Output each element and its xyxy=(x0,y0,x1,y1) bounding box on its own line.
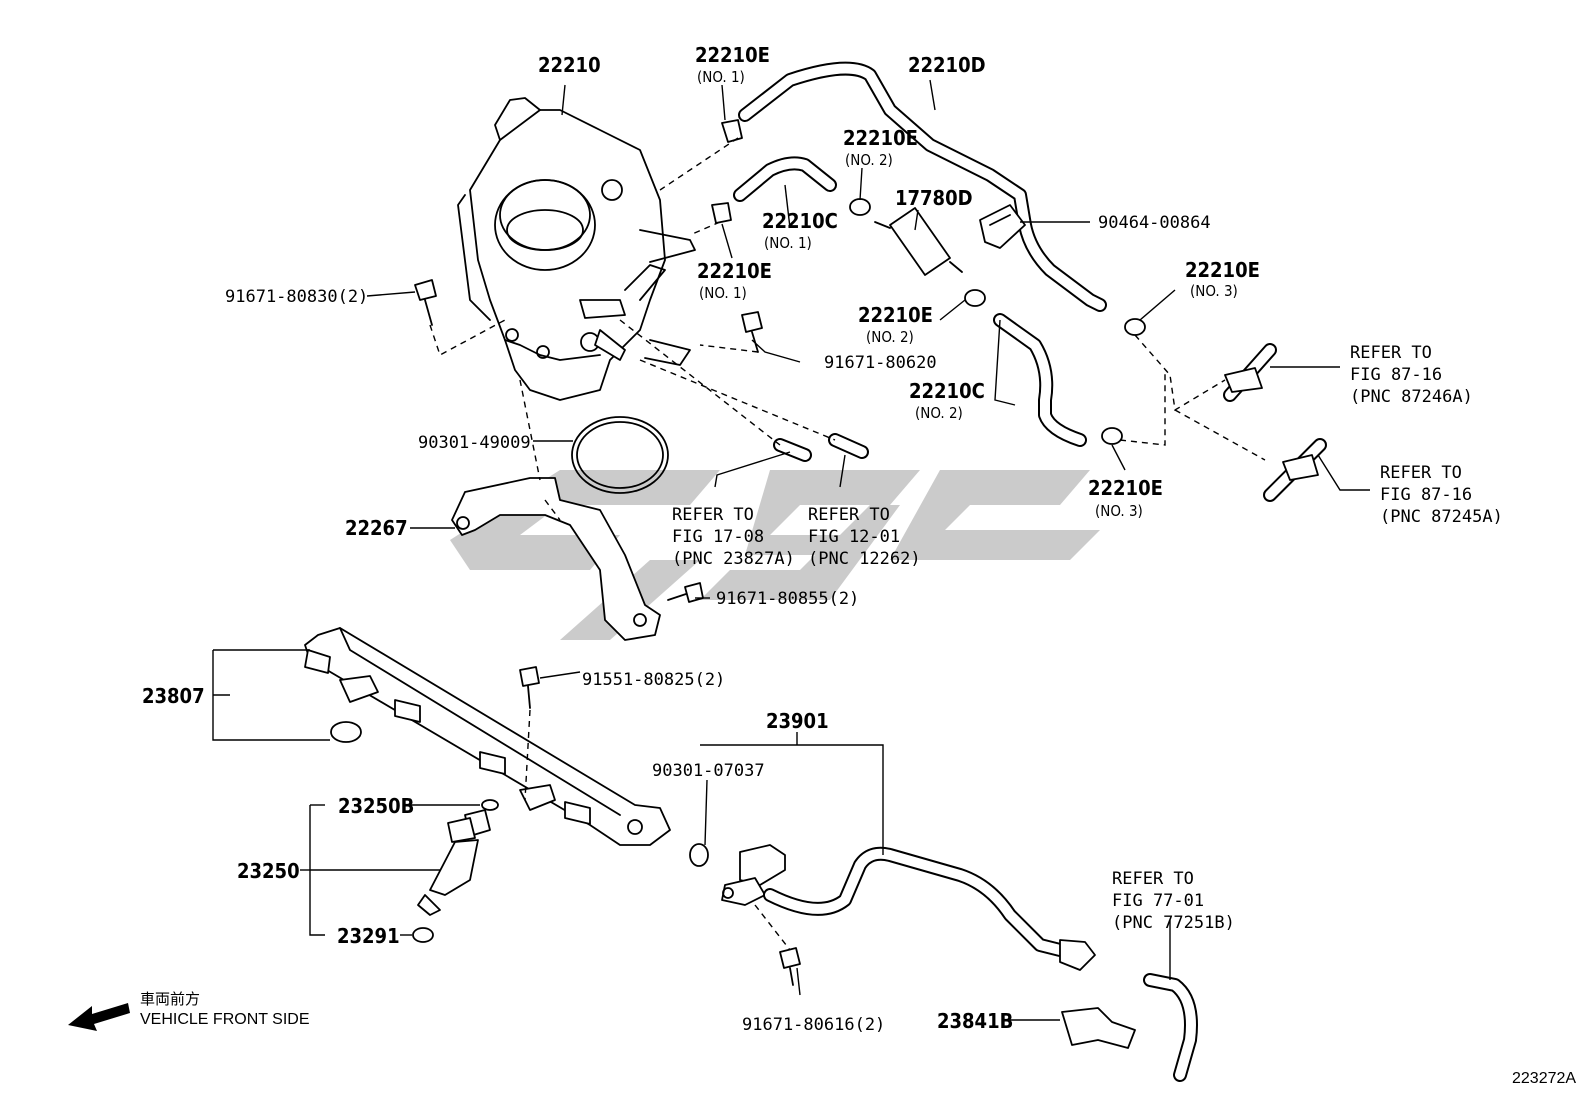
label-insulator: 23291 xyxy=(337,924,400,948)
label-injector: 23250 xyxy=(237,859,300,883)
label-no1-a: (NO. 1) xyxy=(697,68,745,86)
front-arrow-icon xyxy=(68,1003,130,1031)
label-clamp-b: 23841B xyxy=(937,1009,1013,1033)
label-throttle-body: 22210 xyxy=(538,53,601,77)
fuel-hose-22210c-no1[interactable] xyxy=(733,156,837,202)
label-no3-b: (NO. 3) xyxy=(1095,502,1143,520)
fuel-injector[interactable] xyxy=(417,809,491,916)
figure-id: 223272A xyxy=(1512,1070,1576,1087)
ref-87245a-1: REFER TO xyxy=(1380,463,1462,483)
label-bolt-830: 91671-80830(2) xyxy=(225,287,368,307)
ref-87245a-2: FIG 87-16 xyxy=(1380,485,1472,505)
label-filter: 17780D xyxy=(895,186,973,210)
part-labels: 22210 22210E (NO. 1) 22210D 22210E (NO. … xyxy=(142,43,1503,1035)
label-clamp-e-5: 22210E xyxy=(858,303,933,327)
fuel-hose-22210c-no2[interactable] xyxy=(993,313,1087,447)
front-note-en: VEHICLE FRONT SIDE xyxy=(140,1011,310,1028)
vapor-tube-87246a xyxy=(1223,343,1277,402)
label-no2-b: (NO. 2) xyxy=(866,328,914,346)
bracket-22267[interactable] xyxy=(451,477,661,641)
label-bracket: 22267 xyxy=(345,516,408,540)
injector-o-ring[interactable] xyxy=(481,799,499,811)
ref-77-01-1: REFER TO xyxy=(1112,869,1194,889)
label-no2-a: (NO. 2) xyxy=(845,151,893,169)
bolt-91671-80616[interactable] xyxy=(779,947,801,986)
label-clamp-e-4: 22210E xyxy=(1185,258,1260,282)
ref-12-01-3: (PNC 12262) xyxy=(808,549,921,569)
leader-lines xyxy=(212,79,1370,1021)
ref-12-01-2: FIG 12-01 xyxy=(808,527,900,547)
hose-ref-77-01 xyxy=(1143,973,1198,1082)
ref-77-01-2: FIG 77-01 xyxy=(1112,891,1204,911)
label-clip: 90464-00864 xyxy=(1098,213,1211,233)
vehicle-front-indicator: 車両前方 VEHICLE FRONT SIDE xyxy=(68,990,310,1031)
label-no1-b: (NO. 1) xyxy=(764,234,812,252)
ref-17-08-2: FIG 17-08 xyxy=(672,527,764,547)
hose-clamp-no2-top[interactable] xyxy=(849,198,871,216)
ref-87246a-3: (PNC 87246A) xyxy=(1350,387,1473,407)
label-pipe-assy: 23901 xyxy=(766,709,829,733)
label-hose-d: 22210D xyxy=(908,53,986,77)
label-no2-c: (NO. 2) xyxy=(915,404,963,422)
fuel-filter[interactable] xyxy=(874,207,963,276)
hose-clip[interactable] xyxy=(979,204,1026,249)
hose-ref-12-01 xyxy=(828,433,869,459)
ref-87246a-2: FIG 87-16 xyxy=(1350,365,1442,385)
label-bolt-855: 91671-80855(2) xyxy=(716,589,859,609)
ref-17-08-1: REFER TO xyxy=(672,505,754,525)
throttle-gasket[interactable] xyxy=(571,416,669,494)
bolt-91671-80830[interactable] xyxy=(414,279,437,326)
label-hose-c-2: 22210C xyxy=(909,379,985,403)
label-bolt-825: 91551-80825(2) xyxy=(582,670,725,690)
ref-87246a-1: REFER TO xyxy=(1350,343,1432,363)
label-clamp-e-6: 22210E xyxy=(1088,476,1163,500)
fuel-hose-22210d[interactable] xyxy=(738,61,1107,312)
label-no1-c: (NO. 1) xyxy=(699,284,747,302)
hose-clamp-no1-top[interactable] xyxy=(721,119,743,143)
ref-77-01-3: (PNC 77251B) xyxy=(1112,913,1235,933)
hose-clamp-no3-top[interactable] xyxy=(1124,318,1146,336)
injector-insulator[interactable] xyxy=(412,927,434,943)
fuel-delivery-pipe[interactable] xyxy=(304,627,671,846)
ref-87245a-3: (PNC 87245A) xyxy=(1380,507,1503,527)
bolt-91671-80620[interactable] xyxy=(741,311,763,353)
throttle-body[interactable] xyxy=(457,97,696,401)
pipe-o-ring[interactable] xyxy=(689,843,709,867)
label-bolt-616: 91671-80616(2) xyxy=(742,1015,885,1035)
label-injector-oring: 23250B xyxy=(338,794,414,818)
hose-clamp-no2-mid[interactable] xyxy=(964,289,986,307)
fuel-pipe-assembly[interactable] xyxy=(721,844,1096,971)
label-gasket: 90301-49009 xyxy=(418,433,531,453)
label-delivery-pipe: 23807 xyxy=(142,684,205,708)
label-o-ring: 90301-07037 xyxy=(652,761,765,781)
hose-clamp-no1-mid[interactable] xyxy=(711,202,732,224)
label-bolt-620: 91671-80620 xyxy=(824,353,937,373)
ref-12-01-1: REFER TO xyxy=(808,505,890,525)
bolt-91671-80855[interactable] xyxy=(667,582,704,603)
delivery-pipe-insulator[interactable] xyxy=(330,721,362,743)
label-clamp-e-3: 22210E xyxy=(697,259,772,283)
assembly-lines xyxy=(429,137,1266,951)
front-note-jp: 車両前方 xyxy=(140,990,200,1008)
label-clamp-e-2: 22210E xyxy=(843,126,918,150)
label-no3-a: (NO. 3) xyxy=(1190,282,1238,300)
fuel-pipe-clamp[interactable] xyxy=(1061,1007,1136,1049)
label-clamp-e-1: 22210E xyxy=(695,43,770,67)
hose-ref-17-08 xyxy=(773,438,812,462)
hose-clamp-no3-low[interactable] xyxy=(1101,427,1123,445)
label-hose-c-1: 22210C xyxy=(762,209,838,233)
ref-17-08-3: (PNC 23827A) xyxy=(672,549,795,569)
bolt-91551-80825[interactable] xyxy=(519,666,540,709)
vapor-tube-87245a xyxy=(1263,438,1327,502)
